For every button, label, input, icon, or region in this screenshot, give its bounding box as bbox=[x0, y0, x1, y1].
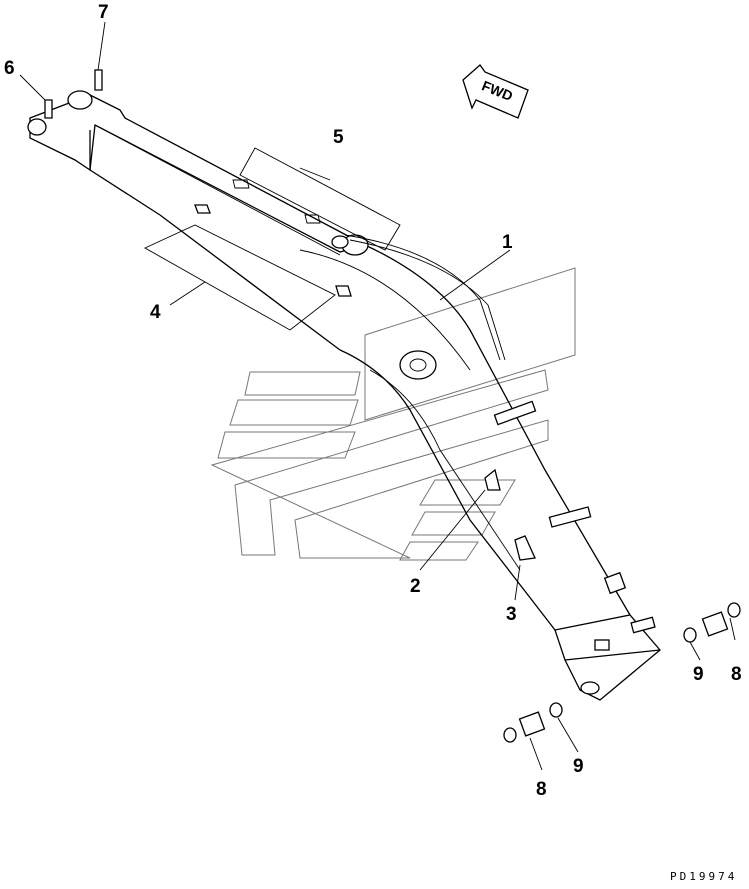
callout-3: 3 bbox=[506, 604, 517, 625]
callout-4: 4 bbox=[150, 302, 161, 323]
callouts: 1 2 3 4 5 6 7 8 8 9 9 bbox=[4, 2, 742, 800]
callout-5: 5 bbox=[333, 127, 344, 148]
decal-panel-4 bbox=[144, 224, 336, 331]
callout-1: 1 bbox=[502, 232, 513, 253]
callout-8-left: 8 bbox=[536, 779, 547, 800]
drawing-code: PD19974 bbox=[670, 870, 737, 883]
callout-8-right: 8 bbox=[731, 664, 742, 685]
boom bbox=[27, 69, 661, 701]
forward-arrow-icon: FWD bbox=[462, 64, 529, 119]
pins-and-washers bbox=[503, 602, 741, 743]
callout-6: 6 bbox=[4, 58, 15, 79]
decal-panel-5 bbox=[239, 147, 401, 251]
callout-2: 2 bbox=[410, 576, 421, 597]
callout-7: 7 bbox=[98, 2, 109, 23]
decals bbox=[194, 179, 536, 561]
leader-lines bbox=[19, 21, 736, 771]
callout-9-left: 9 bbox=[573, 756, 584, 777]
callout-9-right: 9 bbox=[693, 664, 704, 685]
